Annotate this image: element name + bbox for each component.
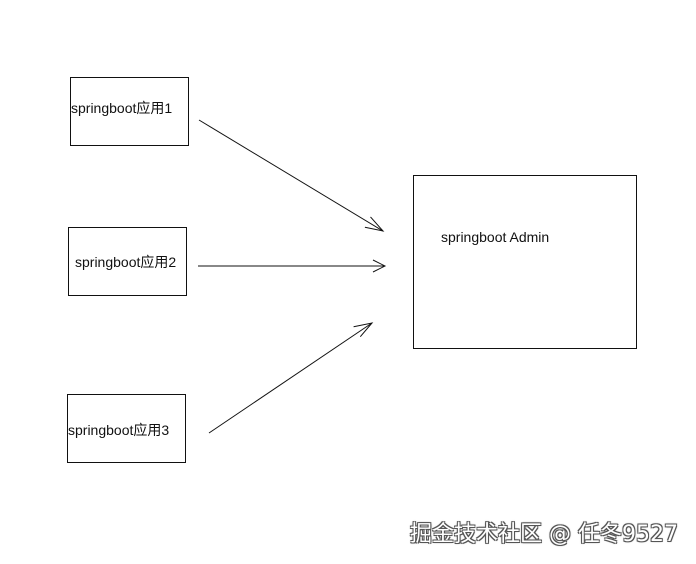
node-label: springboot Admin [441,229,550,245]
node-springboot-admin: springboot Admin [413,175,637,349]
arrow-app1-to-admin [198,119,385,232]
watermark: 掘金技术社区 @ 任冬9527 [410,522,678,547]
node-label: springboot应用3 [68,422,170,438]
node-label: springboot应用1 [71,100,173,116]
node-label: springboot应用2 [75,254,177,270]
node-springboot-app-3: springboot应用3 [67,394,186,463]
arrow-app3-to-admin [208,322,374,434]
node-springboot-app-1: springboot应用1 [70,77,189,146]
arrow-app2-to-admin [198,259,387,273]
node-springboot-app-2: springboot应用2 [68,227,187,296]
